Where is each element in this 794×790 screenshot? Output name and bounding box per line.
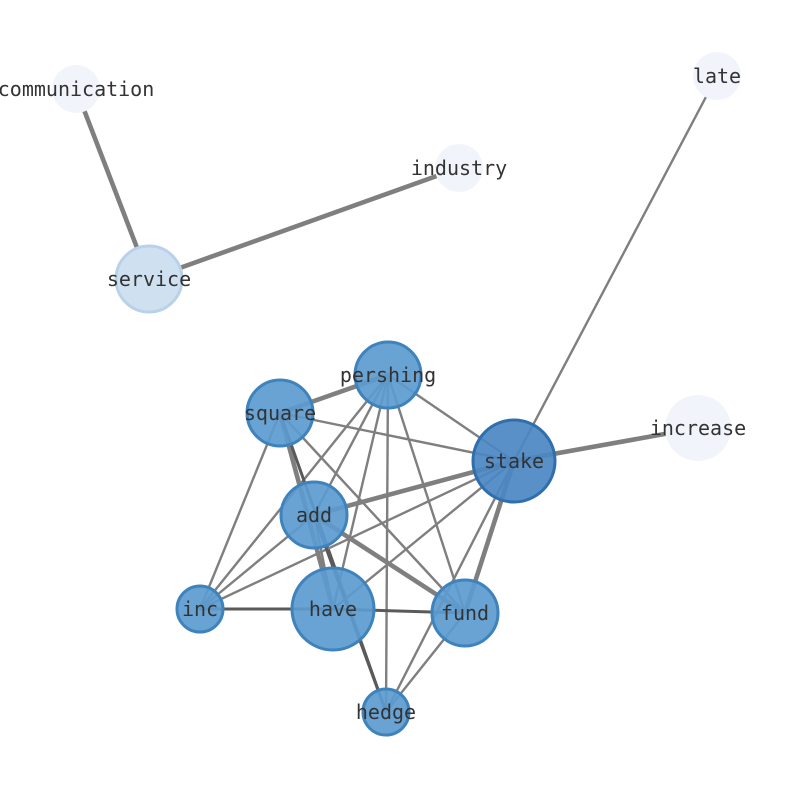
node-label-add: add (296, 503, 332, 527)
edge-service-industry (146, 165, 462, 282)
edge-square-inc (198, 411, 282, 611)
node-label-service: service (107, 267, 191, 291)
edge-square-fund (278, 411, 467, 615)
node-circle-increase (665, 395, 731, 461)
node-label-inc: inc (182, 597, 218, 621)
node-late: late (693, 52, 741, 100)
node-add: add (279, 480, 349, 550)
node-label-late: late (693, 64, 741, 88)
node-stake: stake (471, 418, 557, 504)
edge-pershing-fund (386, 373, 467, 615)
node-inc: inc (175, 584, 225, 634)
node-circle-service (114, 244, 184, 314)
node-square: square (244, 378, 316, 448)
node-label-hedge: hedge (356, 700, 416, 724)
node-circle-late (693, 52, 741, 100)
nodes-layer: communication late industry service pershing… (0, 52, 746, 737)
node-circle-stake (471, 418, 557, 504)
node-communication: communication (0, 65, 154, 113)
node-have: have (290, 566, 376, 652)
node-industry: industry (411, 144, 507, 192)
node-circle-industry (435, 144, 483, 192)
node-circle-add (279, 480, 349, 550)
node-circle-square (245, 378, 315, 448)
node-label-fund: fund (441, 601, 489, 625)
node-label-increase: increase (650, 416, 746, 440)
node-hedge: hedge (356, 687, 416, 737)
node-label-have: have (309, 597, 357, 621)
node-pershing: pershing (340, 340, 436, 410)
node-service: service (107, 244, 191, 314)
edge-stake-inc (198, 459, 516, 611)
edge-late-stake (512, 74, 719, 463)
node-circle-hedge (361, 687, 411, 737)
edge-pershing-hedge (384, 373, 390, 714)
node-circle-fund (430, 578, 500, 648)
node-circle-inc (175, 584, 225, 634)
node-label-pershing: pershing (340, 363, 436, 387)
node-circle-have (290, 566, 376, 652)
node-increase: increase (650, 395, 746, 461)
node-circle-communication (52, 65, 100, 113)
node-label-industry: industry (411, 156, 507, 180)
node-circle-pershing (353, 340, 423, 410)
node-label-square: square (244, 401, 316, 425)
node-fund: fund (430, 578, 500, 648)
node-label-stake: stake (484, 449, 544, 473)
node-label-communication: communication (0, 77, 154, 101)
